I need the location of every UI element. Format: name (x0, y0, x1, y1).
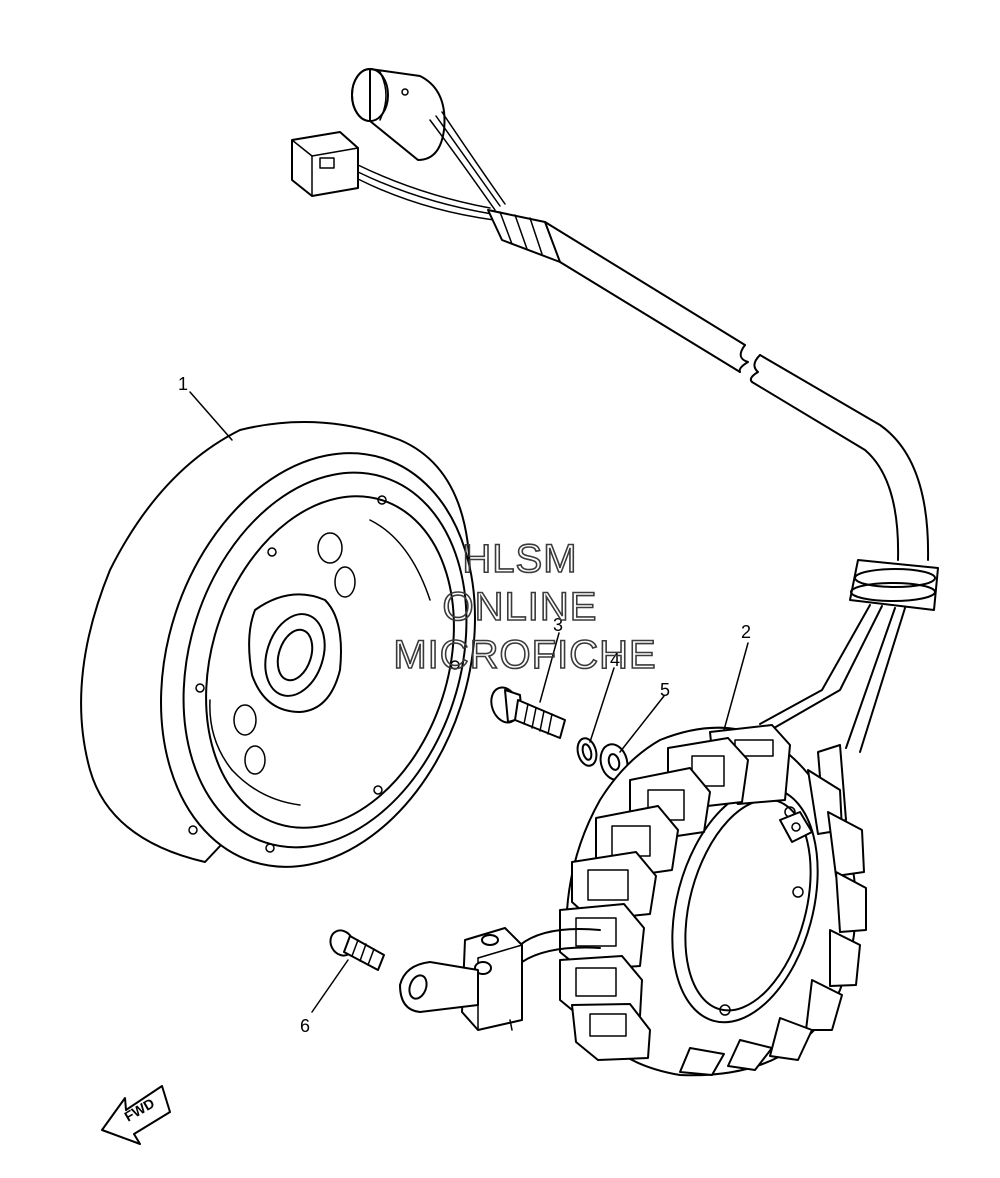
callout-5: 5 (660, 680, 670, 700)
callout-3: 3 (553, 615, 563, 635)
grommet (849, 559, 939, 611)
screw (329, 929, 385, 971)
callout-2: 2 (741, 622, 751, 642)
watermark-line-3: MICROFICHE (393, 633, 656, 677)
harness-sheath-upper (544, 221, 746, 373)
round-connector (351, 68, 506, 211)
callout-labels: 1 2 3 4 5 6 (178, 374, 751, 1036)
harness-tape (487, 209, 561, 263)
pickup-coil (399, 927, 601, 1031)
rectangular-connector (291, 131, 495, 221)
lock-washer (576, 737, 598, 767)
watermark-line-1: HLSM (462, 537, 577, 581)
callout-1: 1 (178, 374, 188, 394)
harness-sheath-lower (751, 354, 930, 561)
callout-4: 4 (610, 650, 620, 670)
callout-6: 6 (300, 1016, 310, 1036)
leader-lines (189, 391, 749, 1013)
stator-assembly (559, 724, 867, 1077)
wire-clamp (779, 811, 813, 843)
flywheel-rotor (80, 421, 476, 868)
watermark: HLSM ONLINE MICROFICHE (393, 536, 657, 678)
stator-coils (559, 724, 867, 1076)
wire-harness (291, 68, 939, 827)
fwd-arrow: FWD (101, 1085, 171, 1145)
watermark-line-2: ONLINE (443, 585, 598, 629)
bolt (490, 686, 566, 739)
